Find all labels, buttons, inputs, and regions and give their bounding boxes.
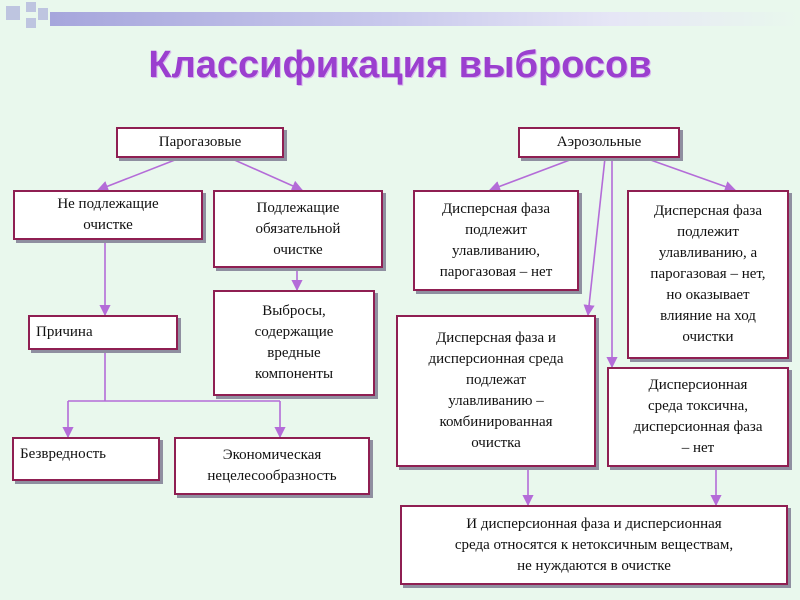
node-podlezhashchie: Подлежащие обязательной очистке: [213, 190, 383, 268]
node-netoksichnye: И дисперсионная фаза и дисперсионная сре…: [400, 505, 788, 585]
node-ekonomicheskaya: Экономическая нецелесообразность: [174, 437, 370, 495]
node-parogazovye: Парогазовые: [116, 127, 284, 158]
page-title: Классификация выбросов: [148, 44, 652, 86]
node-disp-faza-vliyanie: Дисперсная фаза подлежит улавливанию, а …: [627, 190, 789, 359]
arrow-aero-to-disp-nyet: [488, 157, 576, 192]
node-disp-faza-nyet: Дисперсная фаза подлежит улавливанию, па…: [413, 190, 579, 291]
decorative-header-bar: [0, 0, 800, 40]
decor-square: [6, 6, 20, 20]
decor-gradient-line: [50, 12, 800, 26]
node-vybrosy: Выбросы, содержащие вредные компоненты: [213, 290, 375, 396]
node-prichina: Причина: [28, 315, 178, 350]
decor-square: [38, 8, 48, 20]
node-kombinirovannaya: Дисперсная фаза и дисперсионная среда по…: [396, 315, 596, 467]
node-ne-podlezhashchie: Не подлежащие очистке: [13, 190, 203, 240]
arrow-aero-to-disp-vliyanie: [644, 157, 737, 192]
node-sreda-toksichna: Дисперсионная среда токсична, дисперсион…: [607, 367, 789, 467]
arrow-aero-to-kombinirovannaya: [583, 157, 606, 317]
decor-square: [26, 2, 36, 12]
arrow-paro-to-ne-podlezh: [96, 157, 181, 192]
node-aerozolnye: Аэрозольные: [518, 127, 680, 158]
node-bezvrednost: Безвредность: [12, 437, 160, 481]
decor-square: [26, 18, 36, 28]
arrow-paro-to-podlezh: [229, 157, 304, 192]
